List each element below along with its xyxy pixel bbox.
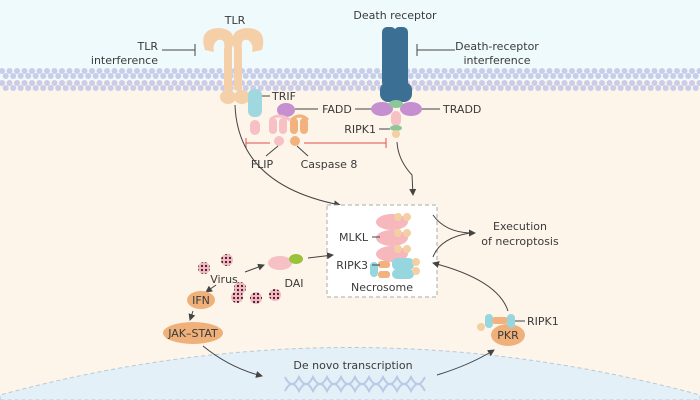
- phospho-icon: [394, 213, 402, 221]
- mlkl-label: MLKL: [339, 231, 369, 244]
- dr-inhibit-line: [416, 44, 455, 56]
- ripk1-domain: [391, 111, 401, 126]
- ripk3-complex: [370, 258, 420, 279]
- ifn-label: IFN: [192, 294, 210, 307]
- pkr-label: PKR: [497, 329, 519, 342]
- fadd-dr: [371, 102, 393, 116]
- ripk1-label: RIPK1: [344, 123, 376, 136]
- tlr-receptor: [203, 28, 264, 104]
- execution-arrow: [432, 229, 476, 258]
- tradd-protein: [400, 102, 422, 116]
- pkr-to-necrosome-arrow: [432, 261, 509, 312]
- ripk1-pkr-label: RIPK1: [527, 315, 559, 328]
- ripk1-to-necrosome-arrow: [396, 141, 417, 196]
- pkr-node: [491, 324, 525, 346]
- dai-domain: [289, 254, 303, 264]
- virus-icons: [198, 254, 281, 304]
- ripk1-protein: [390, 125, 402, 131]
- phospho-icon: [403, 229, 411, 237]
- tradd-label: TRADD: [442, 103, 481, 116]
- dr-interference-label: Death-receptor: [455, 40, 539, 53]
- jak-stat-label: JAK–STAT: [167, 327, 218, 340]
- ifn-node: [187, 291, 215, 309]
- trif-label: TRIF: [271, 90, 296, 103]
- dna-icon: [284, 374, 426, 394]
- death-receptor: [380, 27, 412, 102]
- tlr-interference-label-2: interference: [91, 54, 158, 67]
- dr-interference-label-2: interference: [463, 54, 530, 67]
- jak-stat-node: [163, 322, 223, 344]
- nucleus: [0, 347, 700, 400]
- flip-label: FLIP: [251, 158, 274, 171]
- necrosome-label: Necrosome: [351, 281, 413, 294]
- phospho-icon: [403, 245, 411, 253]
- phospho-icon: [392, 130, 400, 138]
- dai-to-necrosome-arrow: [307, 252, 334, 260]
- ripk1-pkr: [507, 314, 515, 328]
- extracellular-space: [0, 0, 700, 80]
- cell-membrane: [0, 68, 700, 91]
- tlr-to-necrosome-arrow: [234, 104, 341, 208]
- pkr-domain: [485, 314, 493, 328]
- de-novo-transcription-label: De novo transcription: [293, 359, 412, 372]
- adaptor: [389, 100, 403, 108]
- phospho-icon: [403, 213, 411, 221]
- dai-label: DAI: [284, 277, 303, 290]
- caspase8-complex: [290, 114, 310, 146]
- pkr-linker: [492, 317, 508, 324]
- tlr-label: TLR: [224, 14, 246, 27]
- flip-complex: [268, 114, 291, 146]
- mlkl-complex: [376, 213, 411, 262]
- death-receptor-label: Death receptor: [353, 9, 437, 22]
- phospho-icon: [394, 245, 402, 253]
- tlr-interference-label: TLR: [137, 40, 159, 53]
- virus-label: Virus: [210, 273, 238, 286]
- dai-protein: [268, 256, 292, 270]
- execution-label-2: of necroptosis: [481, 235, 559, 248]
- phospho-icon: [394, 229, 402, 237]
- caspase8-label: Caspase 8: [301, 158, 358, 171]
- fadd-protein: [277, 103, 295, 117]
- inhibit-line-red: [245, 138, 387, 148]
- trif-domain: [250, 120, 260, 135]
- phospho-icon: [477, 323, 485, 331]
- trif-protein: [248, 89, 262, 117]
- execution-label: Execution: [493, 220, 547, 233]
- fadd-label: FADD: [322, 103, 352, 116]
- ripk3-label: RIPK3: [336, 259, 368, 272]
- tlr-inhibit-line: [162, 44, 196, 56]
